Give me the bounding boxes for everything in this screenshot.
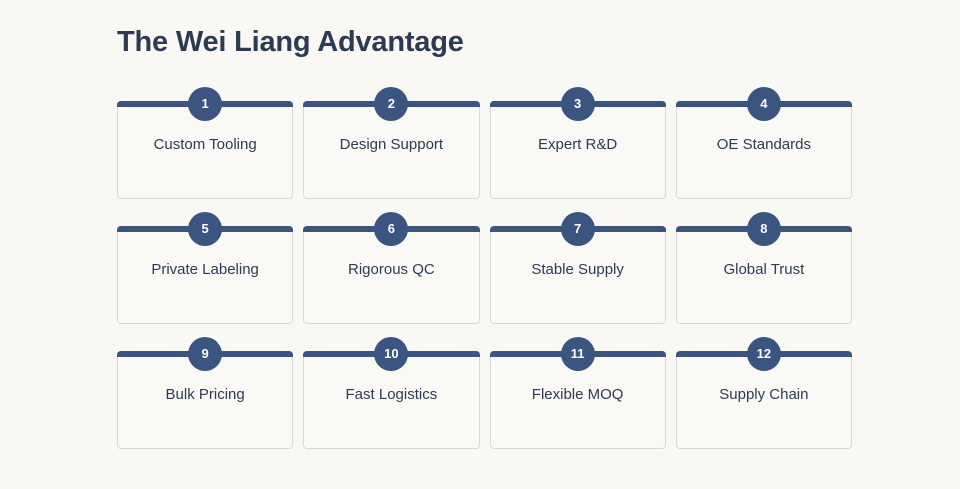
card-number-badge: 5 [188, 212, 223, 246]
card-number-badge: 9 [188, 337, 223, 371]
card-label: Global Trust [723, 261, 805, 278]
card-number-badge: 7 [560, 212, 595, 246]
card-number-badge: 11 [560, 337, 595, 371]
card-number-badge: 3 [560, 87, 595, 121]
card-number-badge: 8 [746, 212, 781, 246]
card-label: Flexible MOQ [531, 386, 624, 403]
card-label: Supply Chain [719, 386, 809, 403]
card-label: Design Support [339, 136, 444, 153]
card-label: Expert R&D [538, 136, 618, 153]
card-label: Bulk Pricing [165, 386, 245, 403]
card-label: Custom Tooling [153, 136, 257, 153]
card-label: Stable Supply [531, 261, 624, 278]
card-label: Rigorous QC [348, 261, 435, 278]
card-number-badge: 4 [746, 87, 781, 121]
page-title: The Wei Liang Advantage [117, 26, 464, 58]
card-number-badge: 10 [374, 337, 409, 371]
card-number-badge: 12 [746, 337, 781, 371]
card-label: Private Labeling [151, 261, 259, 278]
card-number-badge: 2 [374, 87, 409, 121]
card-number-badge: 1 [188, 87, 223, 121]
advantage-card[interactable]: 4 OE Standards [675, 87, 852, 199]
card-number-badge: 6 [374, 212, 409, 246]
card-label: Fast Logistics [345, 386, 438, 403]
card-label: OE Standards [716, 136, 811, 153]
